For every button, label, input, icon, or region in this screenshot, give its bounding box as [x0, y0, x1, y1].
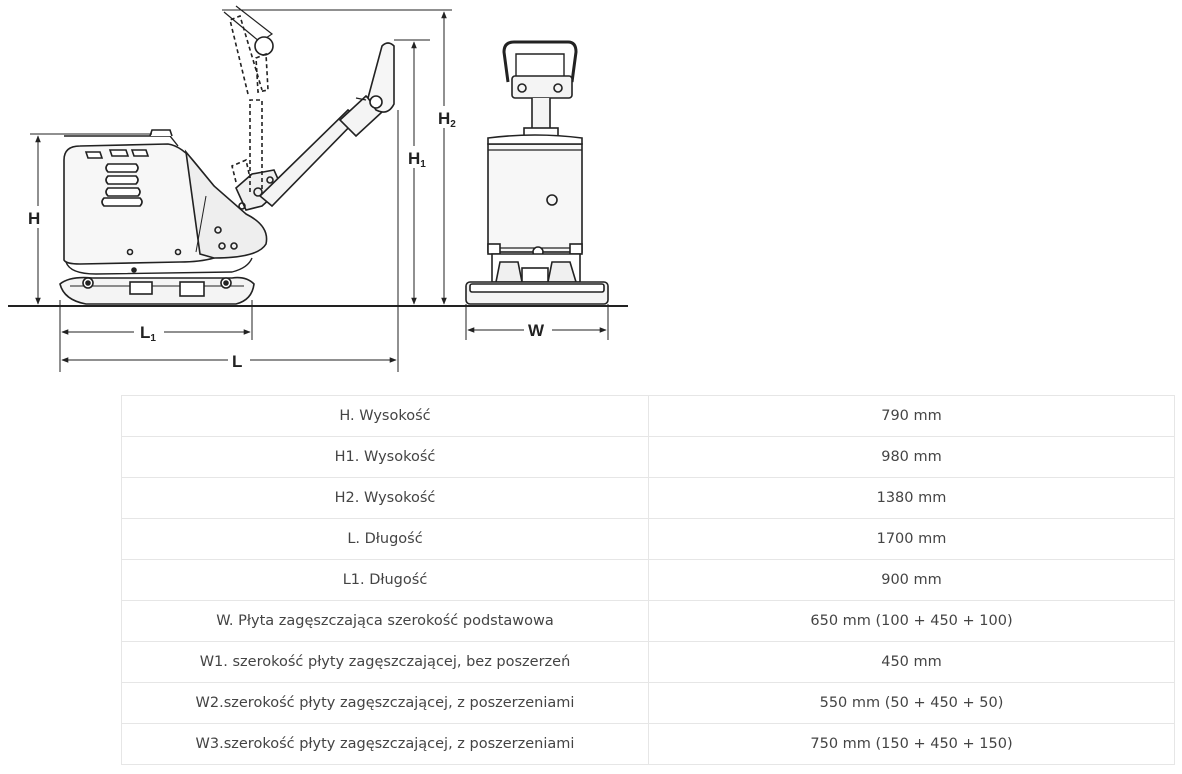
table-row: W. Płyta zagęszczająca szerokość podstaw…	[121, 600, 1175, 642]
spec-value: 450 mm	[648, 641, 1175, 683]
spec-value: 900 mm	[648, 559, 1175, 601]
spec-name: L. Długość	[121, 518, 649, 560]
table-row: H1. Wysokość 980 mm	[121, 436, 1175, 478]
spec-name: W. Płyta zagęszczająca szerokość podstaw…	[121, 600, 649, 642]
compactor-dimension-drawing: H H1 H2 L1 L W	[8, 5, 628, 372]
spec-value: 790 mm	[648, 395, 1175, 437]
table-row: W2.szerokość płyty zagęszczającej, z pos…	[121, 682, 1175, 724]
table-row: L1. Długość 900 mm	[121, 559, 1175, 601]
specs-table: H. Wysokość 790 mm H1. Wysokość 980 mm H…	[121, 395, 1175, 765]
label-h2: H2	[438, 109, 456, 130]
table-row: W3.szerokość płyty zagęszczającej, z pos…	[121, 723, 1175, 765]
spec-value: 650 mm (100 + 450 + 100)	[648, 600, 1175, 642]
table-row: H. Wysokość 790 mm	[121, 395, 1175, 437]
side-view	[59, 5, 395, 305]
spec-name: W1. szerokość płyty zagęszczającej, bez …	[121, 641, 649, 683]
front-view	[465, 40, 609, 305]
spec-value: 1380 mm	[648, 477, 1175, 519]
label-l1: L1	[140, 323, 156, 344]
spec-name: H2. Wysokość	[121, 477, 649, 519]
table-row: W1. szerokość płyty zagęszczającej, bez …	[121, 641, 1175, 683]
label-h: H	[28, 209, 40, 228]
spec-value: 980 mm	[648, 436, 1175, 478]
spec-value: 550 mm (50 + 450 + 50)	[648, 682, 1175, 724]
label-l: L	[232, 352, 242, 371]
table-row: L. Długość 1700 mm	[121, 518, 1175, 560]
spec-name: H1. Wysokość	[121, 436, 649, 478]
spec-value: 750 mm (150 + 450 + 150)	[648, 723, 1175, 765]
label-h1: H1	[408, 149, 426, 170]
label-w: W	[528, 321, 545, 340]
spec-name: W3.szerokość płyty zagęszczającej, z pos…	[121, 723, 649, 765]
spec-name: L1. Długość	[121, 559, 649, 601]
spec-name: W2.szerokość płyty zagęszczającej, z pos…	[121, 682, 649, 724]
spec-name: H. Wysokość	[121, 395, 649, 437]
spec-value: 1700 mm	[648, 518, 1175, 560]
table-row: H2. Wysokość 1380 mm	[121, 477, 1175, 519]
